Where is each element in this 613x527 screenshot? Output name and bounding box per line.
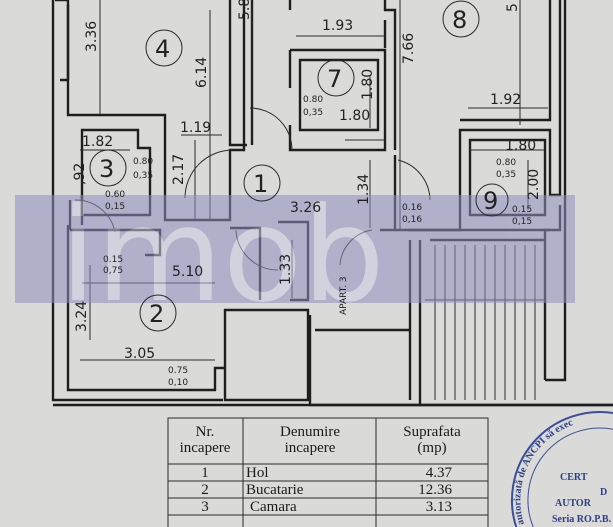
svg-text:0.60: 0.60 [105,190,125,200]
table-cell: Camara [250,499,297,515]
room-number: 7 [327,65,342,93]
table-cell: 12.36 [418,482,452,498]
svg-text:3.26: 3.26 [290,200,321,216]
svg-text:0,35: 0,35 [133,171,153,181]
svg-text:1.82: 1.82 [82,134,113,150]
svg-text:AUTOR: AUTOR [555,498,592,509]
svg-text:1.33: 1.33 [278,254,294,285]
svg-text:0,75: 0,75 [103,266,123,276]
svg-text:Seria RO.P.B.: Seria RO.P.B. [552,514,612,525]
svg-text:CERT: CERT [560,472,588,483]
svg-text:0.15: 0.15 [512,205,532,215]
svg-text:0.80: 0.80 [133,157,153,167]
svg-text:7.66: 7.66 [401,33,417,64]
table-cell: Bucatarie [246,482,304,498]
table-cell: 3.13 [426,499,452,515]
svg-text:5.8: 5.8 [237,0,253,20]
table-header: Nr. [196,424,215,440]
table-cell: 1 [201,465,209,481]
svg-text:0.16: 0.16 [402,203,422,213]
svg-text:0.80: 0.80 [496,158,516,168]
svg-text:0.75: 0.75 [168,366,188,376]
svg-text:5.10: 5.10 [172,264,203,280]
room-number: 3 [99,155,114,183]
room-number: 8 [452,6,467,34]
svg-text:1.80: 1.80 [360,69,376,100]
authorization-stamp: autorizată de ANCPI să exec CERT D AUTOR… [511,411,613,527]
svg-text:0.15: 0.15 [103,255,123,265]
table-cell: Hol [246,465,269,481]
svg-text:0,35: 0,35 [496,170,516,180]
svg-text:3.36: 3.36 [84,21,100,52]
room-number: 9 [483,187,498,215]
svg-text:6.14: 6.14 [194,57,210,88]
svg-text:0.80: 0.80 [303,95,323,105]
room-number: 4 [155,35,170,63]
svg-text:0,16: 0,16 [402,215,422,225]
room-numbers: 4 3 1 2 7 8 9 [89,0,509,332]
stairs [425,245,545,400]
svg-text:1.19: 1.19 [180,120,211,136]
svg-text:2.17: 2.17 [171,154,187,185]
table-header: incapere [285,440,336,456]
table-cell: 2 [201,482,209,498]
svg-text:0,10: 0,10 [168,378,188,388]
opening-labels: 0.80 0,35 0.60 0,15 0.80 0,35 0.16 0,16 … [103,95,532,388]
svg-text:D: D [600,487,607,498]
svg-text:3.24: 3.24 [74,301,90,332]
dimension-labels: 3.36 6.14 5.8 1.93 1.80 1.80 7.66 5 1.92… [72,0,542,362]
svg-text:5: 5 [505,3,521,12]
table-cell: 3 [201,499,209,515]
svg-text:1.80: 1.80 [339,108,370,124]
svg-text:1.92: 1.92 [490,92,521,108]
table-header: (mp) [417,440,446,456]
svg-text:0,15: 0,15 [512,217,532,227]
svg-text:1.80: 1.80 [505,138,536,154]
svg-text:0,35: 0,35 [303,108,323,118]
svg-text:3.05: 3.05 [124,346,155,362]
table-header: Denumire [280,424,340,440]
table-cell: 4.37 [426,465,453,481]
table-header: Suprafata [403,424,461,440]
watermark: imob [15,179,575,331]
room-number: 2 [149,300,164,328]
svg-text:,92: ,92 [72,163,88,185]
watermark-text: imob [60,179,385,331]
room-number: 1 [253,170,268,198]
table-header: incapere [180,440,231,456]
svg-text:1.34: 1.34 [356,174,372,205]
svg-text:0,15: 0,15 [105,202,125,212]
apartment-label: APART. 3 [339,276,349,315]
svg-text:1.93: 1.93 [322,18,353,34]
svg-text:2.00: 2.00 [526,169,542,200]
area-table: Nr. incapere Denumire incapere Suprafata… [167,417,489,527]
